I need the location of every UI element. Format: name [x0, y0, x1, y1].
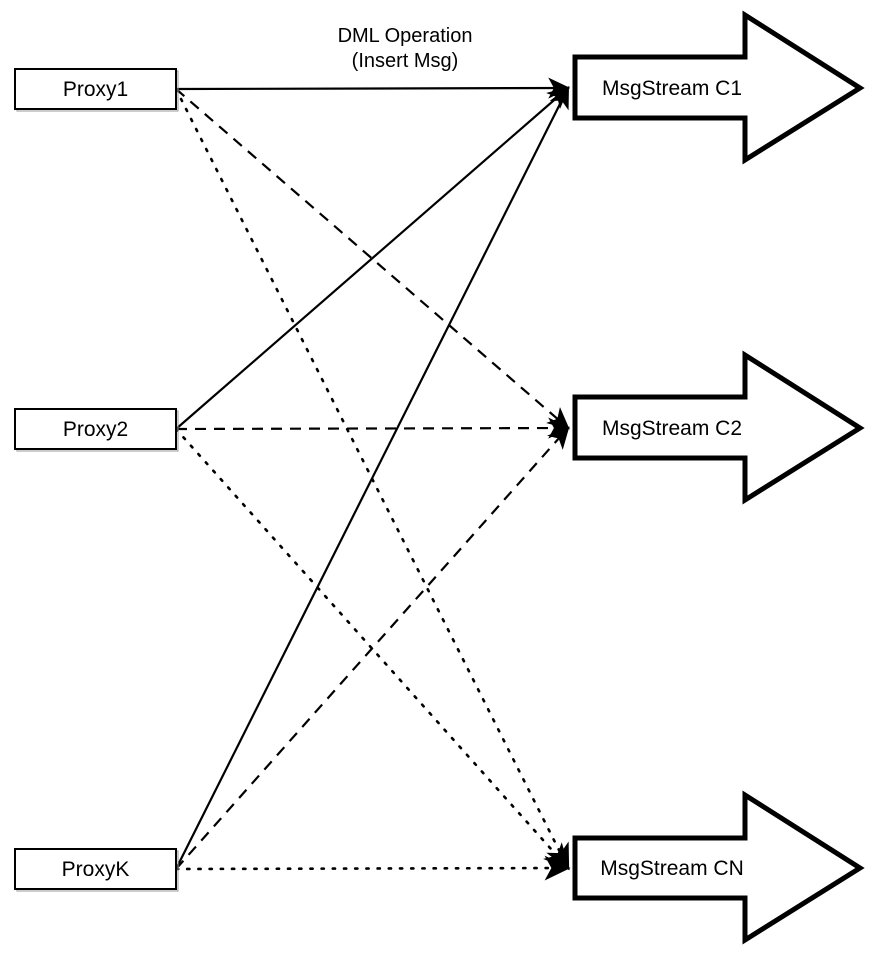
proxy-label: Proxy1	[63, 78, 128, 101]
edge-label-line1: DML Operation	[338, 25, 473, 47]
stream-label: MsgStream C1	[602, 77, 742, 100]
stream-label: MsgStream C2	[602, 417, 742, 440]
edges-layer	[174, 77, 571, 881]
stream-label: MsgStream CN	[600, 857, 744, 880]
edge-proxyK-to-stream_c2[interactable]	[175, 426, 570, 870]
stream-arrow-shape	[572, 790, 865, 945]
proxy-proxy2[interactable]: Proxy2	[14, 408, 179, 452]
edge-proxyK-to-stream_cn[interactable]	[174, 855, 571, 881]
edge-proxyK-to-stream_c1[interactable]	[175, 86, 569, 870]
proxy-label: ProxyK	[62, 858, 130, 881]
proxy-proxy1[interactable]: Proxy1	[14, 68, 179, 112]
edge-proxy1-to-stream_c2[interactable]	[175, 88, 570, 430]
stream-arrow-shape	[572, 10, 865, 165]
proxy-proxyK[interactable]: ProxyK	[14, 848, 179, 892]
streams-layer: MsgStream C1 MsgStream C2 MsgStream CN	[572, 10, 865, 945]
edge-label-group: DML Operation (Insert Msg)	[338, 25, 473, 72]
proxy-label: Proxy2	[63, 418, 128, 441]
stream-arrow-shape	[572, 350, 865, 505]
stream-stream_c2[interactable]: MsgStream C2	[572, 350, 865, 505]
proxy-box-shape	[14, 68, 177, 110]
proxy-box-shape	[14, 408, 177, 450]
edge-proxy2-to-stream_c2[interactable]	[175, 417, 571, 439]
stream-stream_cn[interactable]: MsgStream CN	[572, 790, 865, 945]
stream-stream_c1[interactable]: MsgStream C1	[572, 10, 865, 165]
edge-proxy2-to-stream_c1[interactable]	[175, 86, 570, 430]
edge-proxy1-to-stream_c1[interactable]	[175, 77, 571, 99]
edge-label-line2: (Insert Msg)	[352, 50, 459, 72]
proxy-box-shape	[14, 848, 177, 890]
